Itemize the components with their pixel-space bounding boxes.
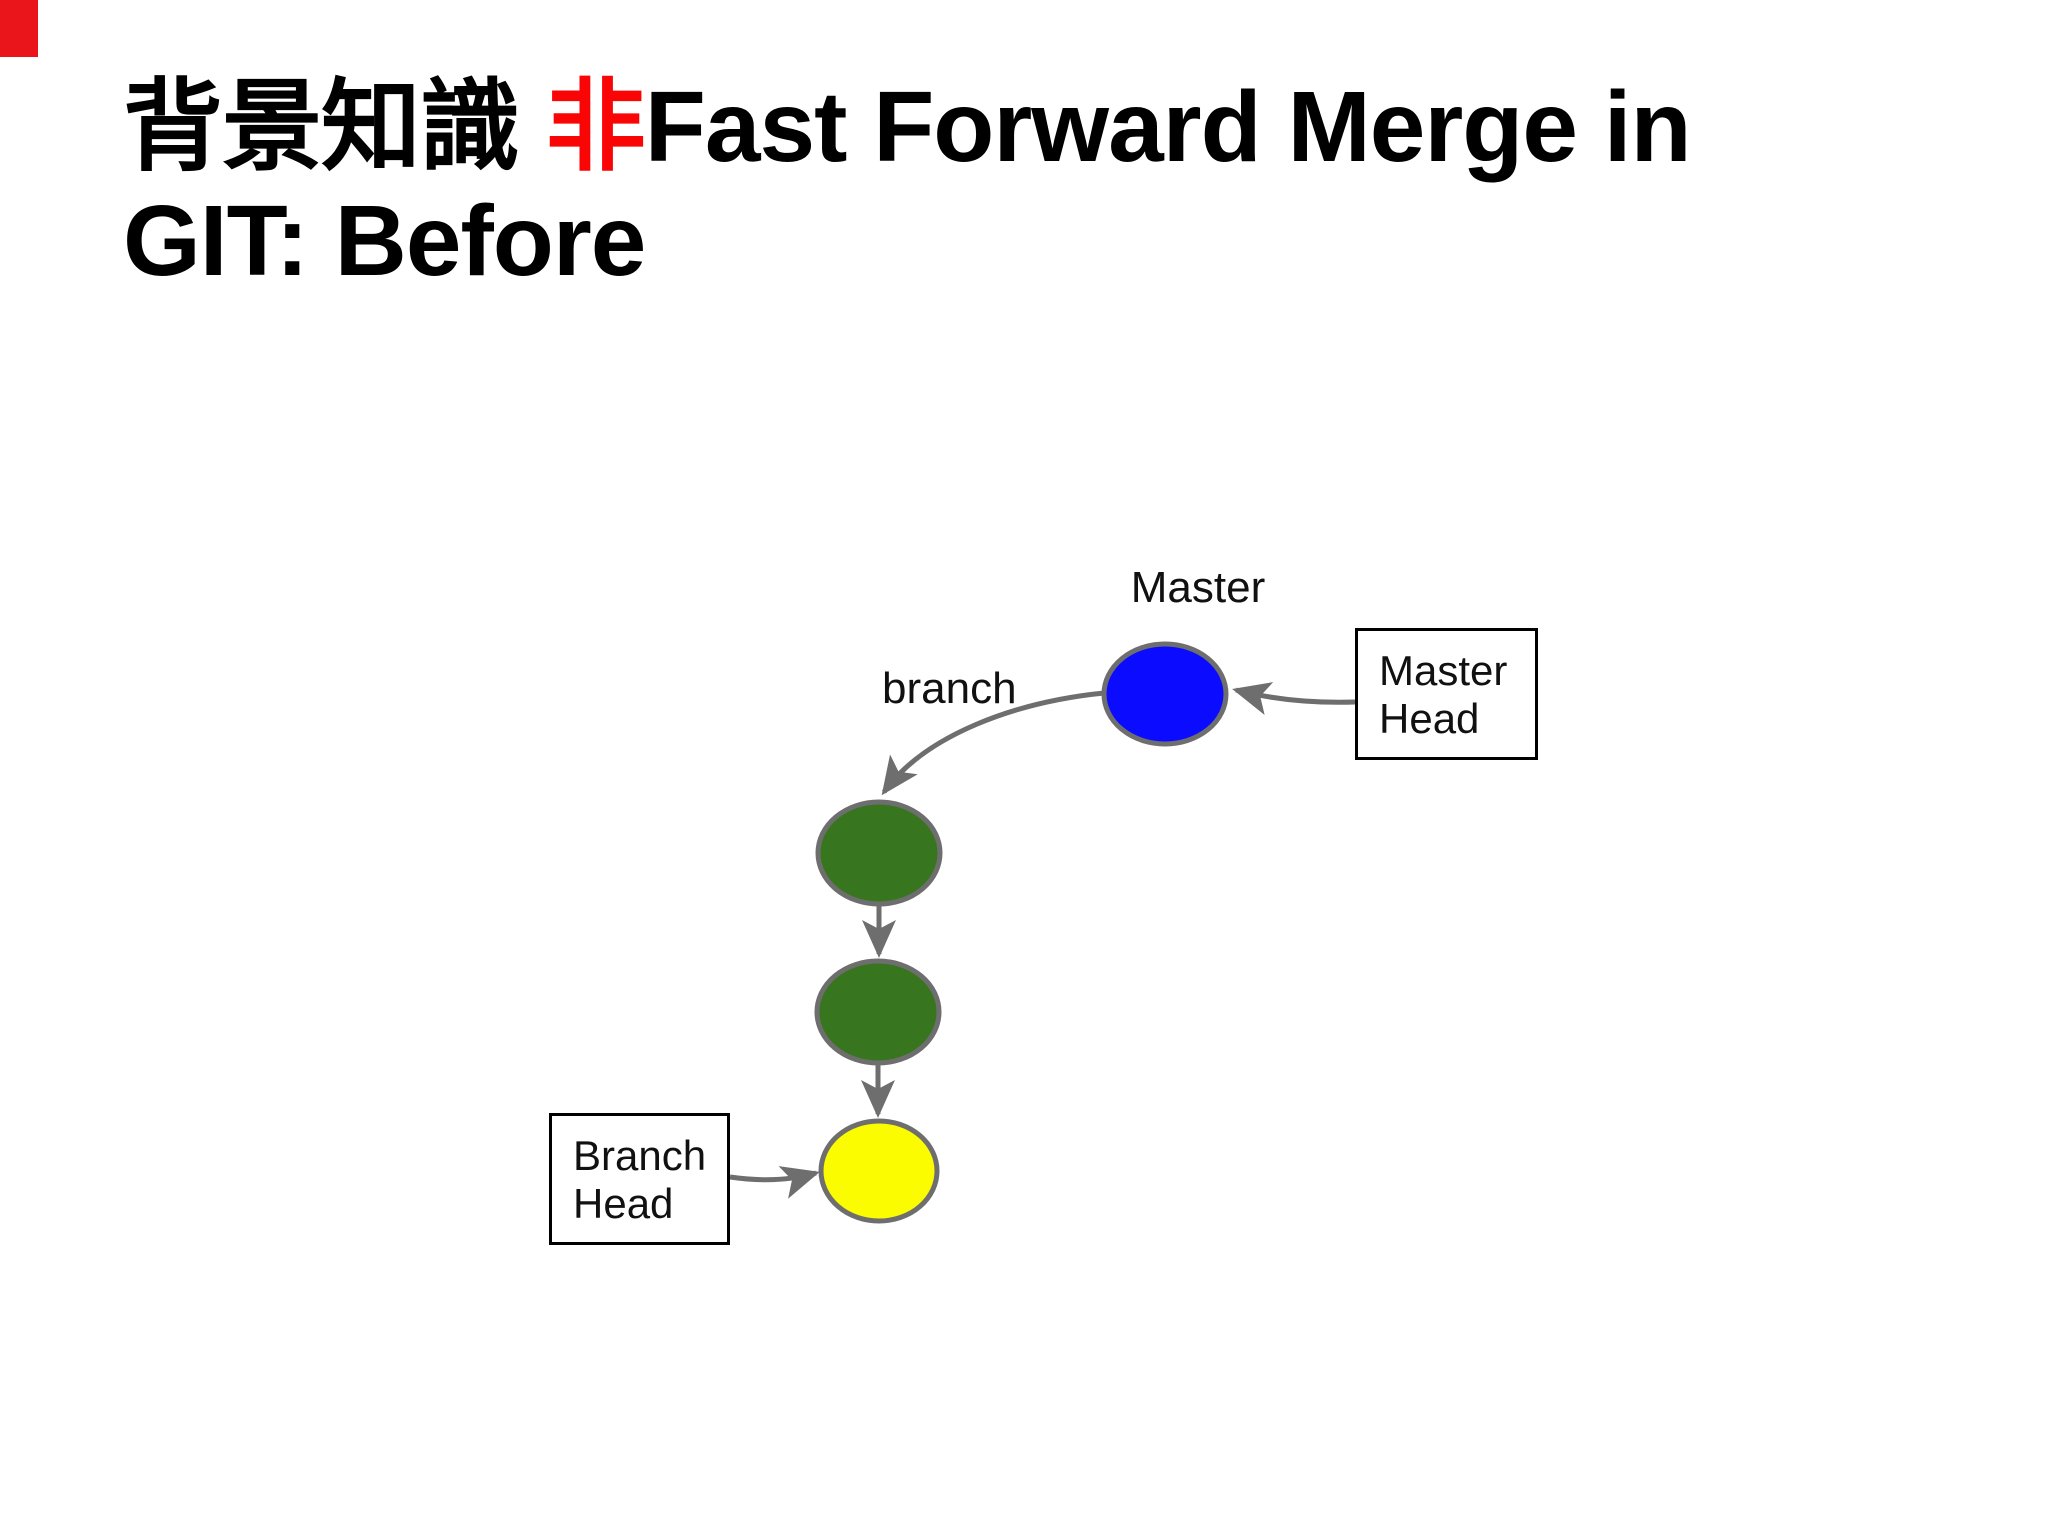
branch-head-box: Branch Head — [549, 1113, 730, 1245]
arrow-branch-head-to-commit — [729, 1166, 820, 1199]
branch-head-commit-node — [818, 1118, 940, 1224]
slide-title: 背景知識 非Fast Forward Merge in GIT: Before — [123, 70, 1692, 298]
title-red-char: 非 — [545, 71, 646, 183]
title-latin-text: Fast Forward Merge in — [644, 71, 1692, 183]
arrow-master-head-to-master — [1232, 682, 1356, 715]
branch-head-box-line-1: Branch — [573, 1132, 707, 1179]
branch-commit-node-2 — [814, 958, 942, 1066]
master-head-box-line-1: Master — [1379, 647, 1508, 694]
title-line-1: 背景知識 非Fast Forward Merge in — [123, 70, 1692, 184]
master-head-box: Master Head — [1355, 628, 1538, 760]
red-corner-badge — [0, 0, 38, 57]
master-label: Master — [1130, 563, 1266, 612]
branch-label: branch — [882, 664, 1017, 713]
master-head-box-line-2: Head — [1379, 695, 1480, 742]
branch-commit-node-1 — [815, 799, 943, 907]
branch-head-box-line-2: Head — [573, 1180, 674, 1227]
title-line-2: GIT: Before — [123, 185, 646, 297]
title-cjk-text: 背景知識 — [123, 71, 546, 183]
arrow-branch-curve — [881, 690, 1105, 796]
master-commit-node — [1101, 641, 1229, 747]
